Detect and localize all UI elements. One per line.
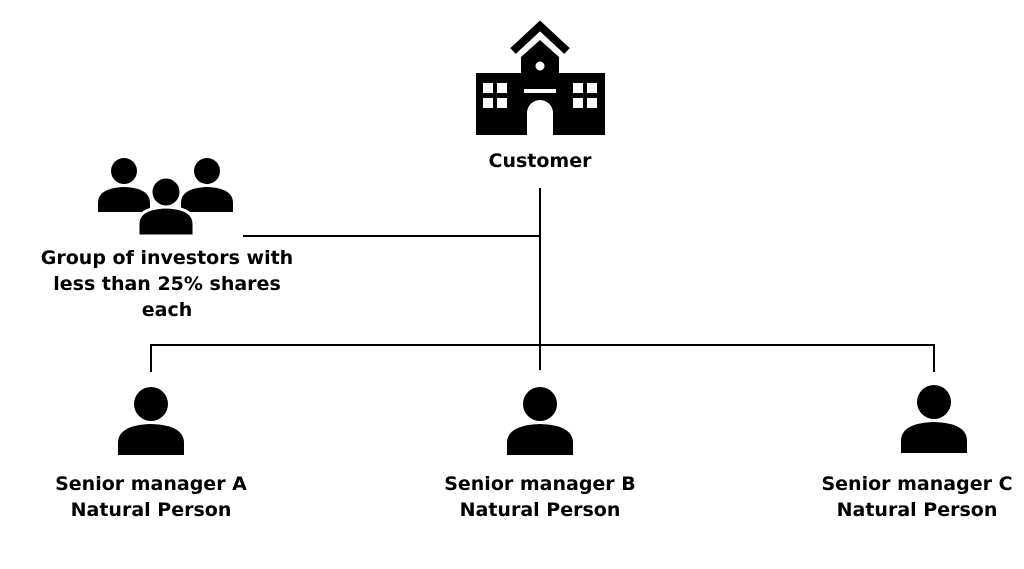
manager-a-name: Senior manager A xyxy=(55,473,247,495)
person-icon xyxy=(901,385,967,453)
investors-label-line: each xyxy=(141,299,193,321)
investors-label-line: less than 25% shares xyxy=(53,273,281,295)
investors-label: Group of investors with less than 25% sh… xyxy=(17,245,317,323)
manager-b-type: Natural Person xyxy=(459,499,621,521)
investors-label-line: Group of investors with xyxy=(40,247,294,269)
manager-a-label: Senior manager A Natural Person xyxy=(41,471,261,523)
manager-b-name: Senior manager B xyxy=(444,473,636,495)
manager-a-type: Natural Person xyxy=(70,499,232,521)
manager-c-label: Senior manager C Natural Person xyxy=(812,471,1022,523)
person-icon xyxy=(118,387,184,455)
person-icon xyxy=(507,387,573,455)
group-of-people-icon xyxy=(98,158,233,238)
manager-c-name: Senior manager C xyxy=(821,473,1013,495)
manager-b-label: Senior manager B Natural Person xyxy=(430,471,650,523)
customer-label: Customer xyxy=(440,148,640,174)
building-icon xyxy=(476,20,605,135)
manager-c-type: Natural Person xyxy=(836,499,998,521)
customer-label-text: Customer xyxy=(488,150,592,172)
